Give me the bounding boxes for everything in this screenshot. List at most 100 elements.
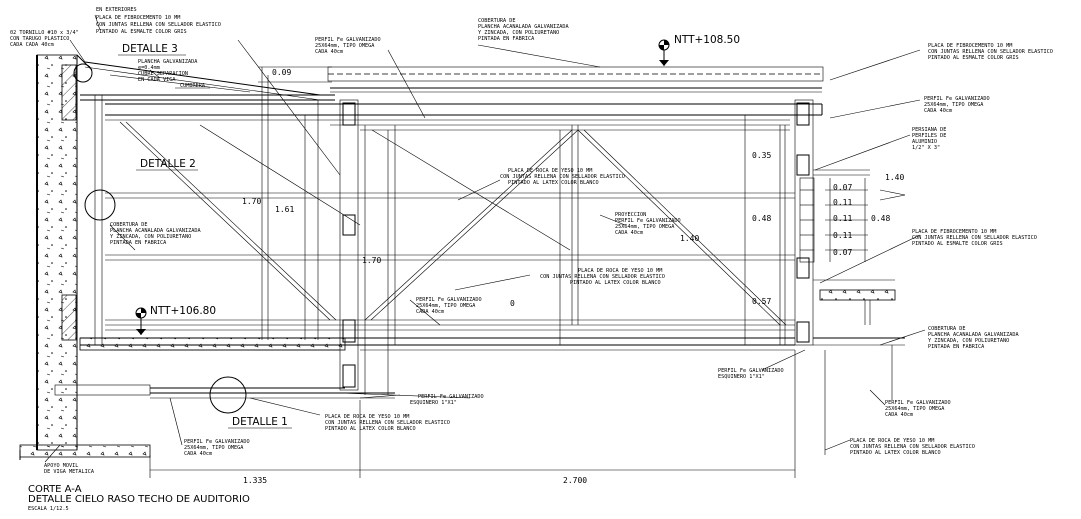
dim-1-335: 1.335 bbox=[243, 476, 267, 485]
note-plancha1: PLANCHA GALVANIZADA bbox=[138, 59, 198, 65]
note-perfil-m1: PERFIL Fe GALVANIZADO bbox=[416, 297, 482, 303]
note-fibro-top3: PINTADO AL ESMALTE COLOR GRIS bbox=[96, 29, 187, 35]
note-roca-m3: PINTADO AL LATEX COLOR BLANCO bbox=[570, 280, 661, 286]
dim-0-35: 0.35 bbox=[752, 151, 771, 160]
level-marker-bottom bbox=[135, 307, 147, 335]
note-roca-c2: CON JUNTAS RELLENA CON SELLADOR ELASTICO bbox=[500, 174, 625, 180]
note-tornillo1: 02 TORNILLO #10 x 3/4" bbox=[10, 30, 79, 36]
dimension-lines bbox=[149, 66, 893, 478]
note-perfil-br2: 25X64mm, TIPO OMEGA bbox=[885, 406, 945, 412]
note-roca-br2: CON JUNTAS RELLENA CON SELLADOR ELASTICO bbox=[850, 444, 975, 450]
note-perfil-r3: CADA 40cm bbox=[924, 108, 952, 114]
note-fibro-top: PLACA DE FIBROCEMENTO 10 MM bbox=[96, 15, 180, 21]
dim-0-11c: 0.11 bbox=[833, 231, 852, 240]
note-cob-r2: PLANCHA ACANALADA GALVANIZADA bbox=[928, 332, 1019, 338]
note-plancha3: CUBRE SEPARACION bbox=[138, 71, 188, 77]
top-cover bbox=[105, 66, 824, 131]
main-frame bbox=[79, 99, 814, 399]
note-fibro-r2: CON JUNTAS RELLENA CON SELLADOR ELASTICO bbox=[928, 49, 1053, 55]
note-perfil-br3: CADA 40cm bbox=[885, 412, 913, 418]
note-persiana4: 1/2" X 3" bbox=[912, 145, 940, 151]
note-roca-m2: CON JUNTAS RELLENA CON SELLADOR ELASTICO bbox=[540, 274, 665, 280]
note-perfil-m3: CADA 40cm bbox=[416, 309, 444, 315]
note-perfil-br1: PERFIL Fe GALVANIZADO bbox=[885, 400, 951, 406]
note-roca-b3: PINTADO AL LATEX COLOR BLANCO bbox=[325, 426, 416, 432]
note-perfil-b3: CADA 40cm bbox=[184, 451, 212, 457]
note-cob-top4: PINTADA EN FABRICA bbox=[478, 36, 535, 42]
detail-1-label: DETALLE 1 bbox=[232, 416, 288, 428]
dim-0-07b: 0.07 bbox=[833, 248, 852, 257]
note-tornillo3: CADA CADA 40cm bbox=[10, 42, 54, 48]
note-fibro-r1: PLACA DE FIBROCEMENTO 10 MM bbox=[928, 43, 1012, 49]
note-persiana1: PERSIANA DE bbox=[912, 127, 946, 133]
dim-1-40a: 1.40 bbox=[680, 234, 699, 243]
dim-0-11b: 0.11 bbox=[833, 214, 852, 223]
note-perfil-top1: PERFIL Fe GALVANIZADO bbox=[315, 37, 381, 43]
note-perfil-r1: PERFIL Fe GALVANIZADO bbox=[924, 96, 990, 102]
dim-1-70b: 1.70 bbox=[362, 256, 381, 265]
note-perfil-b1: PERFIL Fe GALVANIZADO bbox=[184, 439, 250, 445]
dim-1-61: 1.61 bbox=[275, 205, 294, 214]
note-proy3: 25X64mm, TIPO OMEGA bbox=[615, 224, 675, 230]
leader-lines bbox=[44, 14, 926, 463]
note-esq-r2: ESQUINERO 1"X1" bbox=[718, 374, 765, 380]
note-plancha2: e=0.4mm bbox=[138, 65, 160, 71]
note-fibro-top2: CON JUNTAS RELLENA CON SELLADOR ELASTICO bbox=[96, 22, 221, 28]
note-exteriores: EN EXTERIORES bbox=[96, 7, 137, 13]
drawing-title-line1: CORTE A-A bbox=[28, 484, 82, 495]
dim-0-09: 0.09 bbox=[272, 68, 291, 77]
note-esq-b2: ESQUINERO 1"X1" bbox=[410, 400, 457, 406]
note-cob-r3: Y ZINCADA, CON POLIURETANO bbox=[928, 338, 1009, 344]
note-fibro-m1: PLACA DE FIBROCEMENTO 10 MM bbox=[912, 229, 996, 235]
note-proy4: CADA 40cm bbox=[615, 230, 643, 236]
note-cob-l2: PLANCHA ACANALADA GALVANIZADA bbox=[110, 228, 201, 234]
note-esq-r1: PERFIL Fe GALVANIZADO bbox=[718, 368, 784, 374]
note-roca-m1: PLACA DE ROCA DE YESO 10 MM bbox=[578, 268, 662, 274]
level-bottom-label: NTT+106.80 bbox=[150, 305, 216, 317]
dim-0-11a: 0.11 bbox=[833, 198, 852, 207]
dim-0-57: 0.57 bbox=[752, 297, 771, 306]
note-esq-b1: PERFIL Fe GALVANIZADO bbox=[418, 394, 484, 400]
drawing-scale: ESCALA 1/12.5 bbox=[28, 506, 69, 512]
note-cob-top2: PLANCHA ACANALADA GALVANIZADA bbox=[478, 24, 569, 30]
dim-1-70a: 1.70 bbox=[242, 197, 261, 206]
level-marker-top bbox=[658, 39, 670, 66]
note-cob-top1: COBERTURA DE bbox=[478, 18, 515, 24]
right-side bbox=[799, 104, 906, 346]
note-cob-l1: COBERTURA DE bbox=[110, 222, 147, 228]
note-tornillo2: CON TARUGO PLASTICO bbox=[10, 36, 69, 42]
note-roca-c3: PINTADO AL LATEX COLOR BLANCO bbox=[508, 180, 599, 186]
note-persiana3: ALUMINIO bbox=[912, 139, 937, 145]
note-roca-b1: PLACA DE ROCA DE YESO 10 MM bbox=[325, 414, 409, 420]
note-apoyo1: APOYO MOVIL bbox=[44, 463, 78, 469]
level-top-label: NTT+108.50 bbox=[674, 34, 740, 46]
note-perfil-top3: CADA 40cm bbox=[315, 49, 343, 55]
detail-3-label: DETALLE 3 bbox=[122, 43, 178, 55]
drawing-title-line2: DETALLE CIELO RASO TECHO DE AUDITORIO bbox=[28, 494, 250, 505]
note-cob-r4: PINTADA EN FABRICA bbox=[928, 344, 985, 350]
note-roca-c1: PLACA DE ROCA DE YESO 10 MM bbox=[508, 168, 592, 174]
note-cob-top3: Y ZINCADA, CON POLIURETANO bbox=[478, 30, 559, 36]
detail-markers bbox=[73, 63, 247, 414]
note-plancha4: EN CADA VIGA bbox=[138, 77, 176, 83]
dim-2-700: 2.700 bbox=[563, 476, 587, 485]
note-roca-br1: PLACA DE ROCA DE YESO 10 MM bbox=[850, 438, 934, 444]
note-roca-b2: CON JUNTAS RELLENA CON SELLADOR ELASTICO bbox=[325, 420, 450, 426]
dim-0-48b: 0.48 bbox=[871, 214, 890, 223]
note-apoyo2: DE VIGA METALICA bbox=[44, 469, 95, 475]
dim-0-48a: 0.48 bbox=[752, 214, 771, 223]
note-perfil-m2: 25X64mm, TIPO OMEGA bbox=[416, 303, 476, 309]
note-roca-br3: PINTADO AL LATEX COLOR BLANCO bbox=[850, 450, 941, 456]
note-perfil-r2: 25X64mm, TIPO OMEGA bbox=[924, 102, 984, 108]
note-proy1: PROYECCION bbox=[615, 212, 646, 218]
note-proy2: PERFIL Fe GALVANIZADO bbox=[615, 218, 681, 224]
note-fibro-m3: PINTADO AL ESMALTE COLOR GRIS bbox=[912, 241, 1003, 247]
note-perfil-b2: 25X64mm, TIPO OMEGA bbox=[184, 445, 244, 451]
note-cumbrera: CUMBRERA bbox=[180, 83, 206, 89]
dim-zero: 0 bbox=[510, 299, 515, 308]
note-persiana2: PERFILES DE bbox=[912, 133, 946, 139]
annotations: EN EXTERIORES PLACA DE FIBROCEMENTO 10 M… bbox=[10, 7, 1053, 512]
note-cob-l4: PINTADA EN FABRICA bbox=[110, 240, 167, 246]
note-fibro-m2: CON JUNTAS RELLENA CON SELLADOR ELASTICO bbox=[912, 235, 1037, 241]
